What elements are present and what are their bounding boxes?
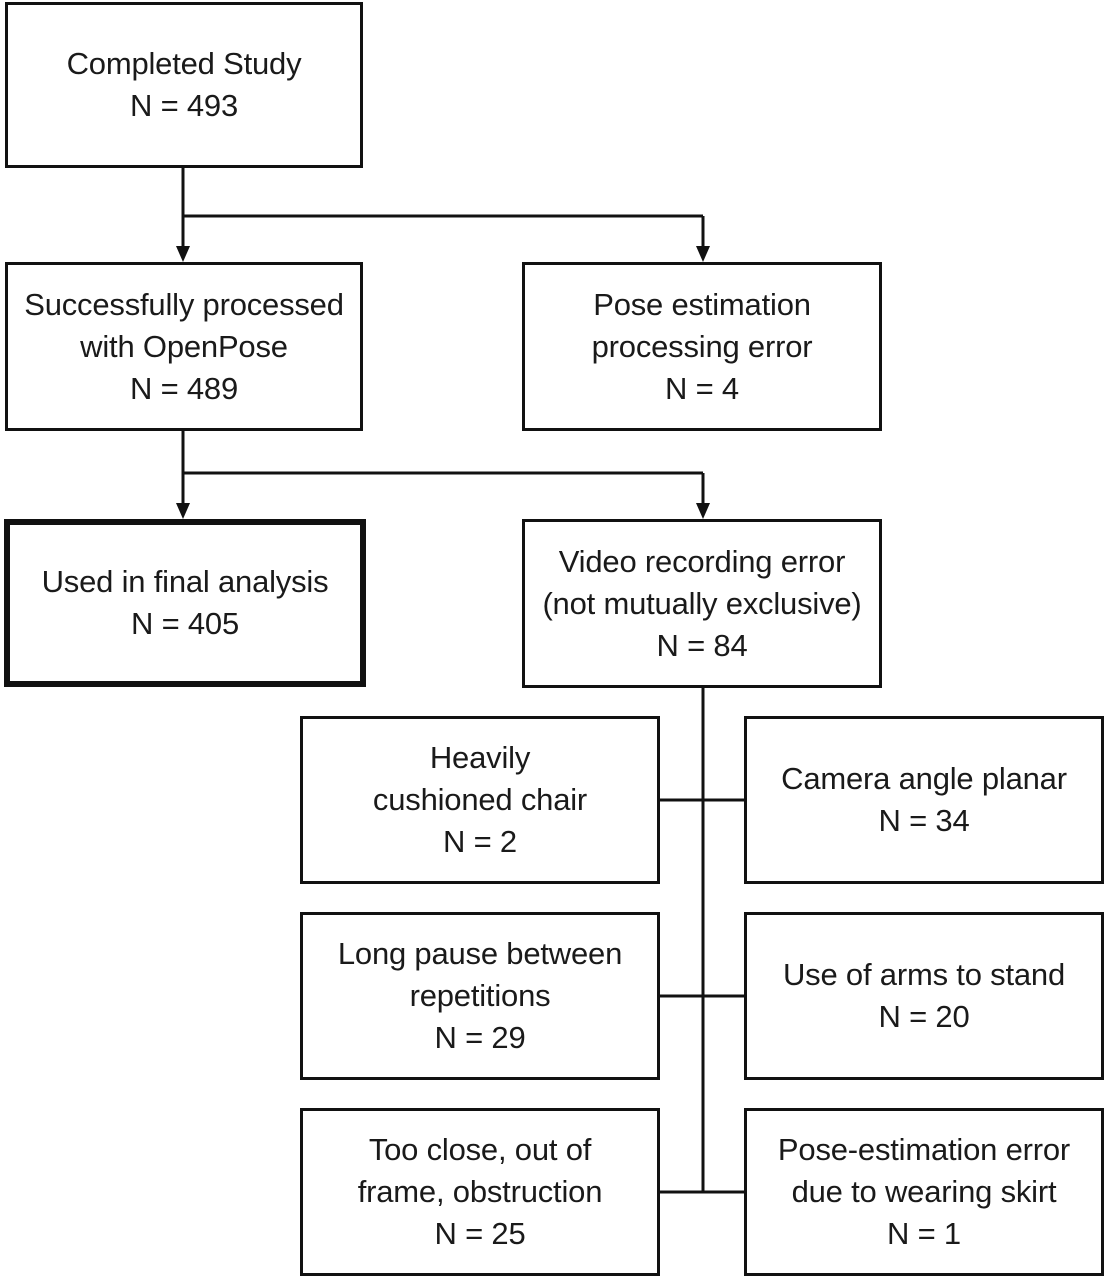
video-error-count: N = 84 [656, 627, 748, 663]
skirt-error-count: N = 1 [887, 1216, 961, 1251]
camera-angle-count: N = 34 [878, 803, 970, 838]
long-pause-count: N = 29 [434, 1020, 526, 1055]
skirt-error-label-line-2: due to wearing skirt [791, 1174, 1057, 1209]
processed-label-line-2: with OpenPose [80, 328, 288, 364]
too-close-label-line-2: frame, obstruction [357, 1174, 603, 1209]
pose-error-label-line-2: processing error [591, 328, 813, 364]
cushioned-chair-count: N = 2 [443, 824, 517, 859]
video-error-box: Video recording error (not mutually excl… [522, 519, 882, 688]
pose-error-label-line-1: Pose estimation [593, 286, 811, 322]
long-pause-label-line-1: Long pause between [337, 936, 623, 971]
connector-completed-split [176, 167, 710, 262]
too-close-box: Too close, out of frame, obstruction N =… [300, 1108, 660, 1276]
connector-processed-split [176, 430, 710, 519]
processed-label-line-1: Successfully processed [24, 286, 344, 322]
camera-angle-label: Camera angle planar [781, 761, 1067, 796]
processed-box: Successfully processed with OpenPose N =… [5, 262, 363, 431]
final-analysis-box: Used in final analysis N = 405 [4, 519, 366, 687]
pose-error-count: N = 4 [665, 370, 739, 406]
pose-error-box: Pose estimation processing error N = 4 [522, 262, 882, 431]
video-error-label-line-2: (not mutually exclusive) [542, 585, 862, 621]
cushioned-chair-label-line-1: Heavily [429, 740, 531, 775]
connector-video-error-trunk [657, 687, 745, 1194]
use-of-arms-box: Use of arms to stand N = 20 [744, 912, 1104, 1080]
skirt-error-box: Pose-estimation error due to wearing ski… [744, 1108, 1104, 1276]
skirt-error-label-line-1: Pose-estimation error [777, 1132, 1071, 1167]
completed-study-box: Completed Study N = 493 [5, 2, 363, 168]
too-close-label-line-1: Too close, out of [368, 1132, 592, 1167]
cushioned-chair-box: Heavily cushioned chair N = 2 [300, 716, 660, 884]
cushioned-chair-label-line-2: cushioned chair [372, 782, 588, 817]
completed-study-label: Completed Study [66, 46, 302, 81]
too-close-count: N = 25 [434, 1216, 526, 1251]
processed-count: N = 489 [129, 370, 239, 406]
use-of-arms-count: N = 20 [878, 999, 970, 1034]
long-pause-label-line-2: repetitions [409, 978, 551, 1013]
camera-angle-box: Camera angle planar N = 34 [744, 716, 1104, 884]
final-analysis-count: N = 405 [130, 606, 240, 641]
completed-study-count: N = 493 [129, 88, 239, 123]
final-analysis-label: Used in final analysis [41, 564, 329, 599]
video-error-label-line-1: Video recording error [558, 543, 846, 579]
long-pause-box: Long pause between repetitions N = 29 [300, 912, 660, 1080]
use-of-arms-label: Use of arms to stand [782, 957, 1065, 992]
